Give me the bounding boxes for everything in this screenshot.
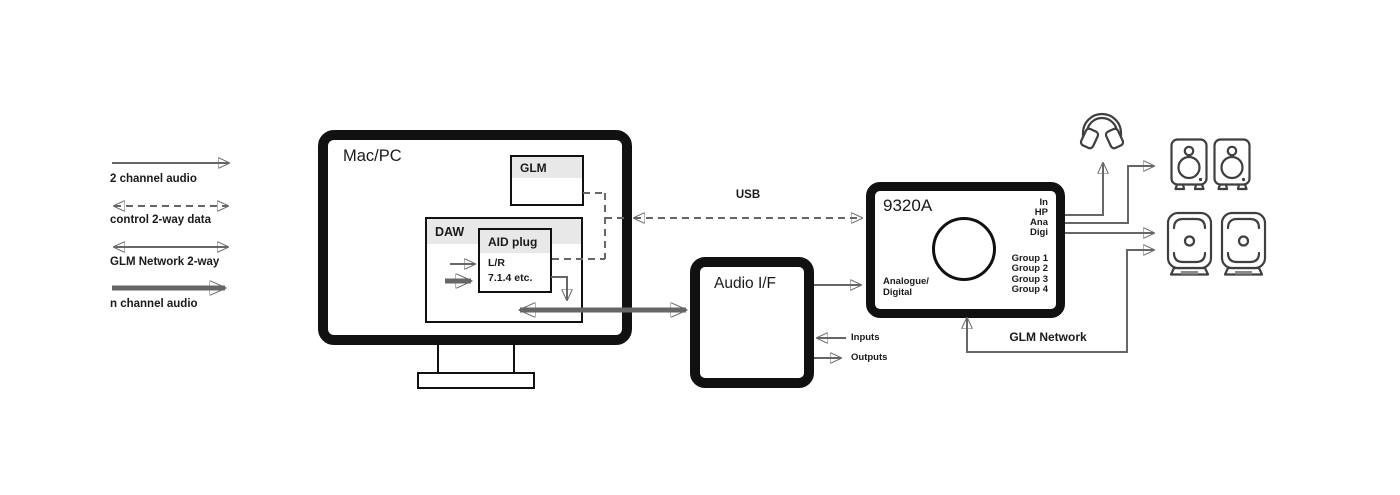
port-label-in: In	[1039, 197, 1048, 208]
aid-plug-box: AID plug L/R 7.1.4 etc.	[478, 228, 552, 293]
volume-controller-box: 9320A In HP Ana Digi Group 1 Group 2 Gro…	[866, 182, 1065, 318]
monitor-stand-neck	[437, 345, 515, 373]
glm-app-box: GLM	[510, 155, 584, 206]
inputs-label: Inputs	[851, 332, 880, 343]
output-port-labels: In HP Ana Digi	[1030, 198, 1048, 238]
ana-to-speakers-arrow	[1065, 166, 1154, 224]
volume-knob	[932, 217, 996, 281]
port-label-digi: Digi	[1030, 227, 1048, 238]
mac-pc-title: Mac/PC	[343, 147, 402, 165]
outputs-label: Outputs	[851, 352, 888, 363]
legend-label-2-channel-audio: 2 channel audio	[110, 173, 197, 185]
group-labels: Group 1 Group 2 Group 3 Group 4	[1011, 253, 1048, 295]
usb-label: USB	[735, 189, 761, 201]
hp-to-headphones-arrow	[1065, 163, 1103, 216]
port-label-hp: HP	[1034, 207, 1048, 218]
port-label-ana: Ana	[1030, 217, 1048, 228]
legend-label-control-2way-data: control 2-way data	[110, 214, 211, 226]
analogue-digital-label: Analogue/ Digital	[883, 276, 929, 298]
aid-plug-channels-lr: L/R	[488, 257, 505, 269]
headphones-icon	[1079, 112, 1125, 150]
audio-interface-box: Audio I/F	[690, 257, 814, 388]
audio-interface-title: Audio I/F	[714, 275, 777, 292]
daw-title: DAW	[435, 224, 465, 239]
speaker-rear-icon-1	[1166, 211, 1213, 276]
glm-app-title: GLM	[520, 160, 547, 175]
glm-network-label: GLM Network	[1009, 330, 1087, 344]
legend-label-n-channel-audio: n channel audio	[110, 298, 198, 310]
group-4-label: Group 4	[1011, 283, 1048, 295]
aid-plug-channels-714: 7.1.4 etc.	[488, 271, 533, 284]
speaker-front-icon-1	[1170, 138, 1208, 191]
speaker-rear-icon-2	[1220, 211, 1267, 276]
volume-controller-title: 9320A	[883, 196, 933, 215]
speaker-front-icon-2	[1213, 138, 1251, 191]
legend-label-glm-network-2way: GLM Network 2-way	[110, 256, 220, 268]
aid-plug-title: AID plug	[488, 234, 538, 249]
monitor-stand-base	[417, 372, 535, 389]
